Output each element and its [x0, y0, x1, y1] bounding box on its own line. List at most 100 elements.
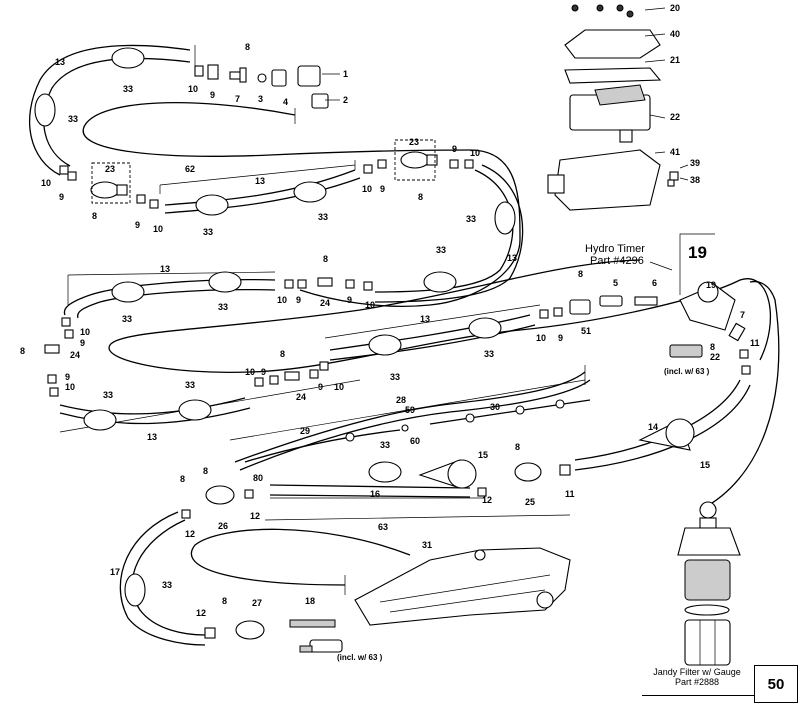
callout-10-mid: 10	[153, 224, 163, 234]
callout-26: 26	[218, 521, 228, 531]
callout-15-c: 15	[478, 450, 488, 460]
cone-group	[418, 418, 695, 489]
callout-8-c: 8	[515, 442, 520, 452]
callout-9-left: 9	[59, 192, 64, 202]
fittings-group	[44, 64, 751, 653]
callout-23-right: 23	[409, 137, 419, 147]
callout-27: 27	[252, 598, 262, 608]
callout-33-right2: 33	[436, 245, 446, 255]
callout-14: 14	[648, 422, 658, 432]
callout-7: 7	[235, 94, 240, 104]
callout-10-t: 10	[536, 333, 546, 343]
callout-13-mid: 13	[255, 176, 265, 186]
callout-8-r: 8	[710, 342, 715, 352]
filter-body	[354, 547, 571, 626]
callout-12-c: 12	[482, 495, 492, 505]
callout-10-left: 10	[41, 178, 51, 188]
callout-2: 2	[343, 95, 348, 105]
callout-8-top: 8	[245, 42, 250, 52]
hose-29-30-beads	[244, 399, 591, 463]
callout-11-r: 11	[750, 338, 760, 348]
callout-13-top: 13	[55, 57, 65, 67]
callout-25: 25	[525, 497, 535, 507]
callout-33-row2b: 33	[218, 302, 228, 312]
note-incl-b: (incl. w/ 63 )	[337, 653, 383, 662]
hydro-timer-part: Part #4296	[590, 255, 644, 267]
callout-22-r: 22	[710, 352, 720, 362]
callout-8-l2: 8	[20, 346, 25, 356]
hose-run-second-row	[63, 271, 276, 319]
callout-13-right: 13	[507, 253, 517, 263]
hose-run-62	[82, 102, 521, 307]
callout-62: 62	[185, 164, 195, 174]
pump-assembly	[547, 4, 679, 211]
hydro-timer-callout: Hydro Timer Part #4296 19	[585, 233, 715, 295]
footer-caption: Jandy Filter w/ Gauge Part #2888	[642, 667, 752, 687]
callout-33-row2a: 33	[122, 314, 132, 324]
callout-12-e: 12	[196, 608, 206, 618]
callout-9-l3: 9	[65, 372, 70, 382]
callout-numbers: 20 40 21 22 41 39 38 1 2 3 4 7 8 9 10 13…	[20, 3, 760, 662]
callout-6: 6	[652, 278, 657, 288]
callout-16: 16	[370, 489, 380, 499]
footer-rule	[642, 695, 754, 696]
callout-8-left: 8	[92, 211, 97, 221]
callout-13-row2: 13	[160, 264, 170, 274]
callout-10-l2: 10	[80, 327, 90, 337]
callout-33-top: 33	[123, 84, 133, 94]
callout-11-c: 11	[565, 489, 575, 499]
valve-group	[90, 139, 542, 640]
footer-caption-line1: Jandy Filter w/ Gauge	[653, 667, 741, 677]
callout-17: 17	[110, 567, 120, 577]
timer-assembly	[679, 281, 736, 331]
callout-33-diag: 33	[390, 372, 400, 382]
callout-39: 39	[690, 158, 700, 168]
callout-1: 1	[343, 69, 348, 79]
footer-caption-line2: Part #2888	[674, 677, 720, 687]
callout-31: 31	[422, 540, 432, 550]
hose-run-14	[574, 280, 780, 511]
callout-5: 5	[613, 278, 618, 288]
callout-59: 59	[405, 405, 415, 415]
callout-20: 20	[670, 3, 680, 13]
hose-run-right	[374, 164, 524, 303]
callout-33-lower2: 33	[103, 390, 113, 400]
callout-19: 19	[706, 280, 716, 290]
callout-10-lw: 10	[245, 367, 255, 377]
callout-41: 41	[670, 147, 680, 157]
callout-80: 80	[253, 473, 263, 483]
callout-9-lw: 9	[261, 367, 266, 377]
callout-33-lower: 33	[185, 380, 195, 390]
callout-33-left: 33	[68, 114, 78, 124]
hose-run-middle-13	[159, 160, 361, 214]
callout-51: 51	[581, 326, 591, 336]
callout-21: 21	[670, 55, 680, 65]
callout-38: 38	[690, 175, 700, 185]
note-incl-a: (incl. w/ 63 )	[664, 367, 710, 376]
callout-8-e: 8	[222, 596, 227, 606]
callout-33-diag2: 33	[484, 349, 494, 359]
callout-24-row2: 24	[320, 298, 330, 308]
callout-9-b: 9	[452, 144, 457, 154]
callout-3: 3	[258, 94, 263, 104]
callout-30: 30	[490, 402, 500, 412]
hose-run-17	[119, 511, 206, 646]
float-group	[34, 47, 516, 607]
leaders	[322, 7, 689, 181]
hose-run-28-30	[229, 365, 591, 471]
hose-run-16	[269, 484, 485, 499]
callout-9-l2: 9	[80, 338, 85, 348]
callout-7-r: 7	[740, 310, 745, 320]
hose-run-diagonal-13	[324, 304, 541, 361]
callout-9-mid: 9	[135, 220, 140, 230]
callout-24-lw: 24	[296, 392, 306, 402]
callout-4: 4	[283, 97, 288, 107]
callout-9-lw2: 9	[318, 382, 323, 392]
callout-8-d: 8	[180, 474, 185, 484]
callout-12-d: 12	[250, 511, 260, 521]
callout-13-diag: 13	[420, 314, 430, 324]
callout-33-e: 33	[162, 580, 172, 590]
timer-fittings	[669, 322, 746, 358]
callout-18: 18	[305, 596, 315, 606]
